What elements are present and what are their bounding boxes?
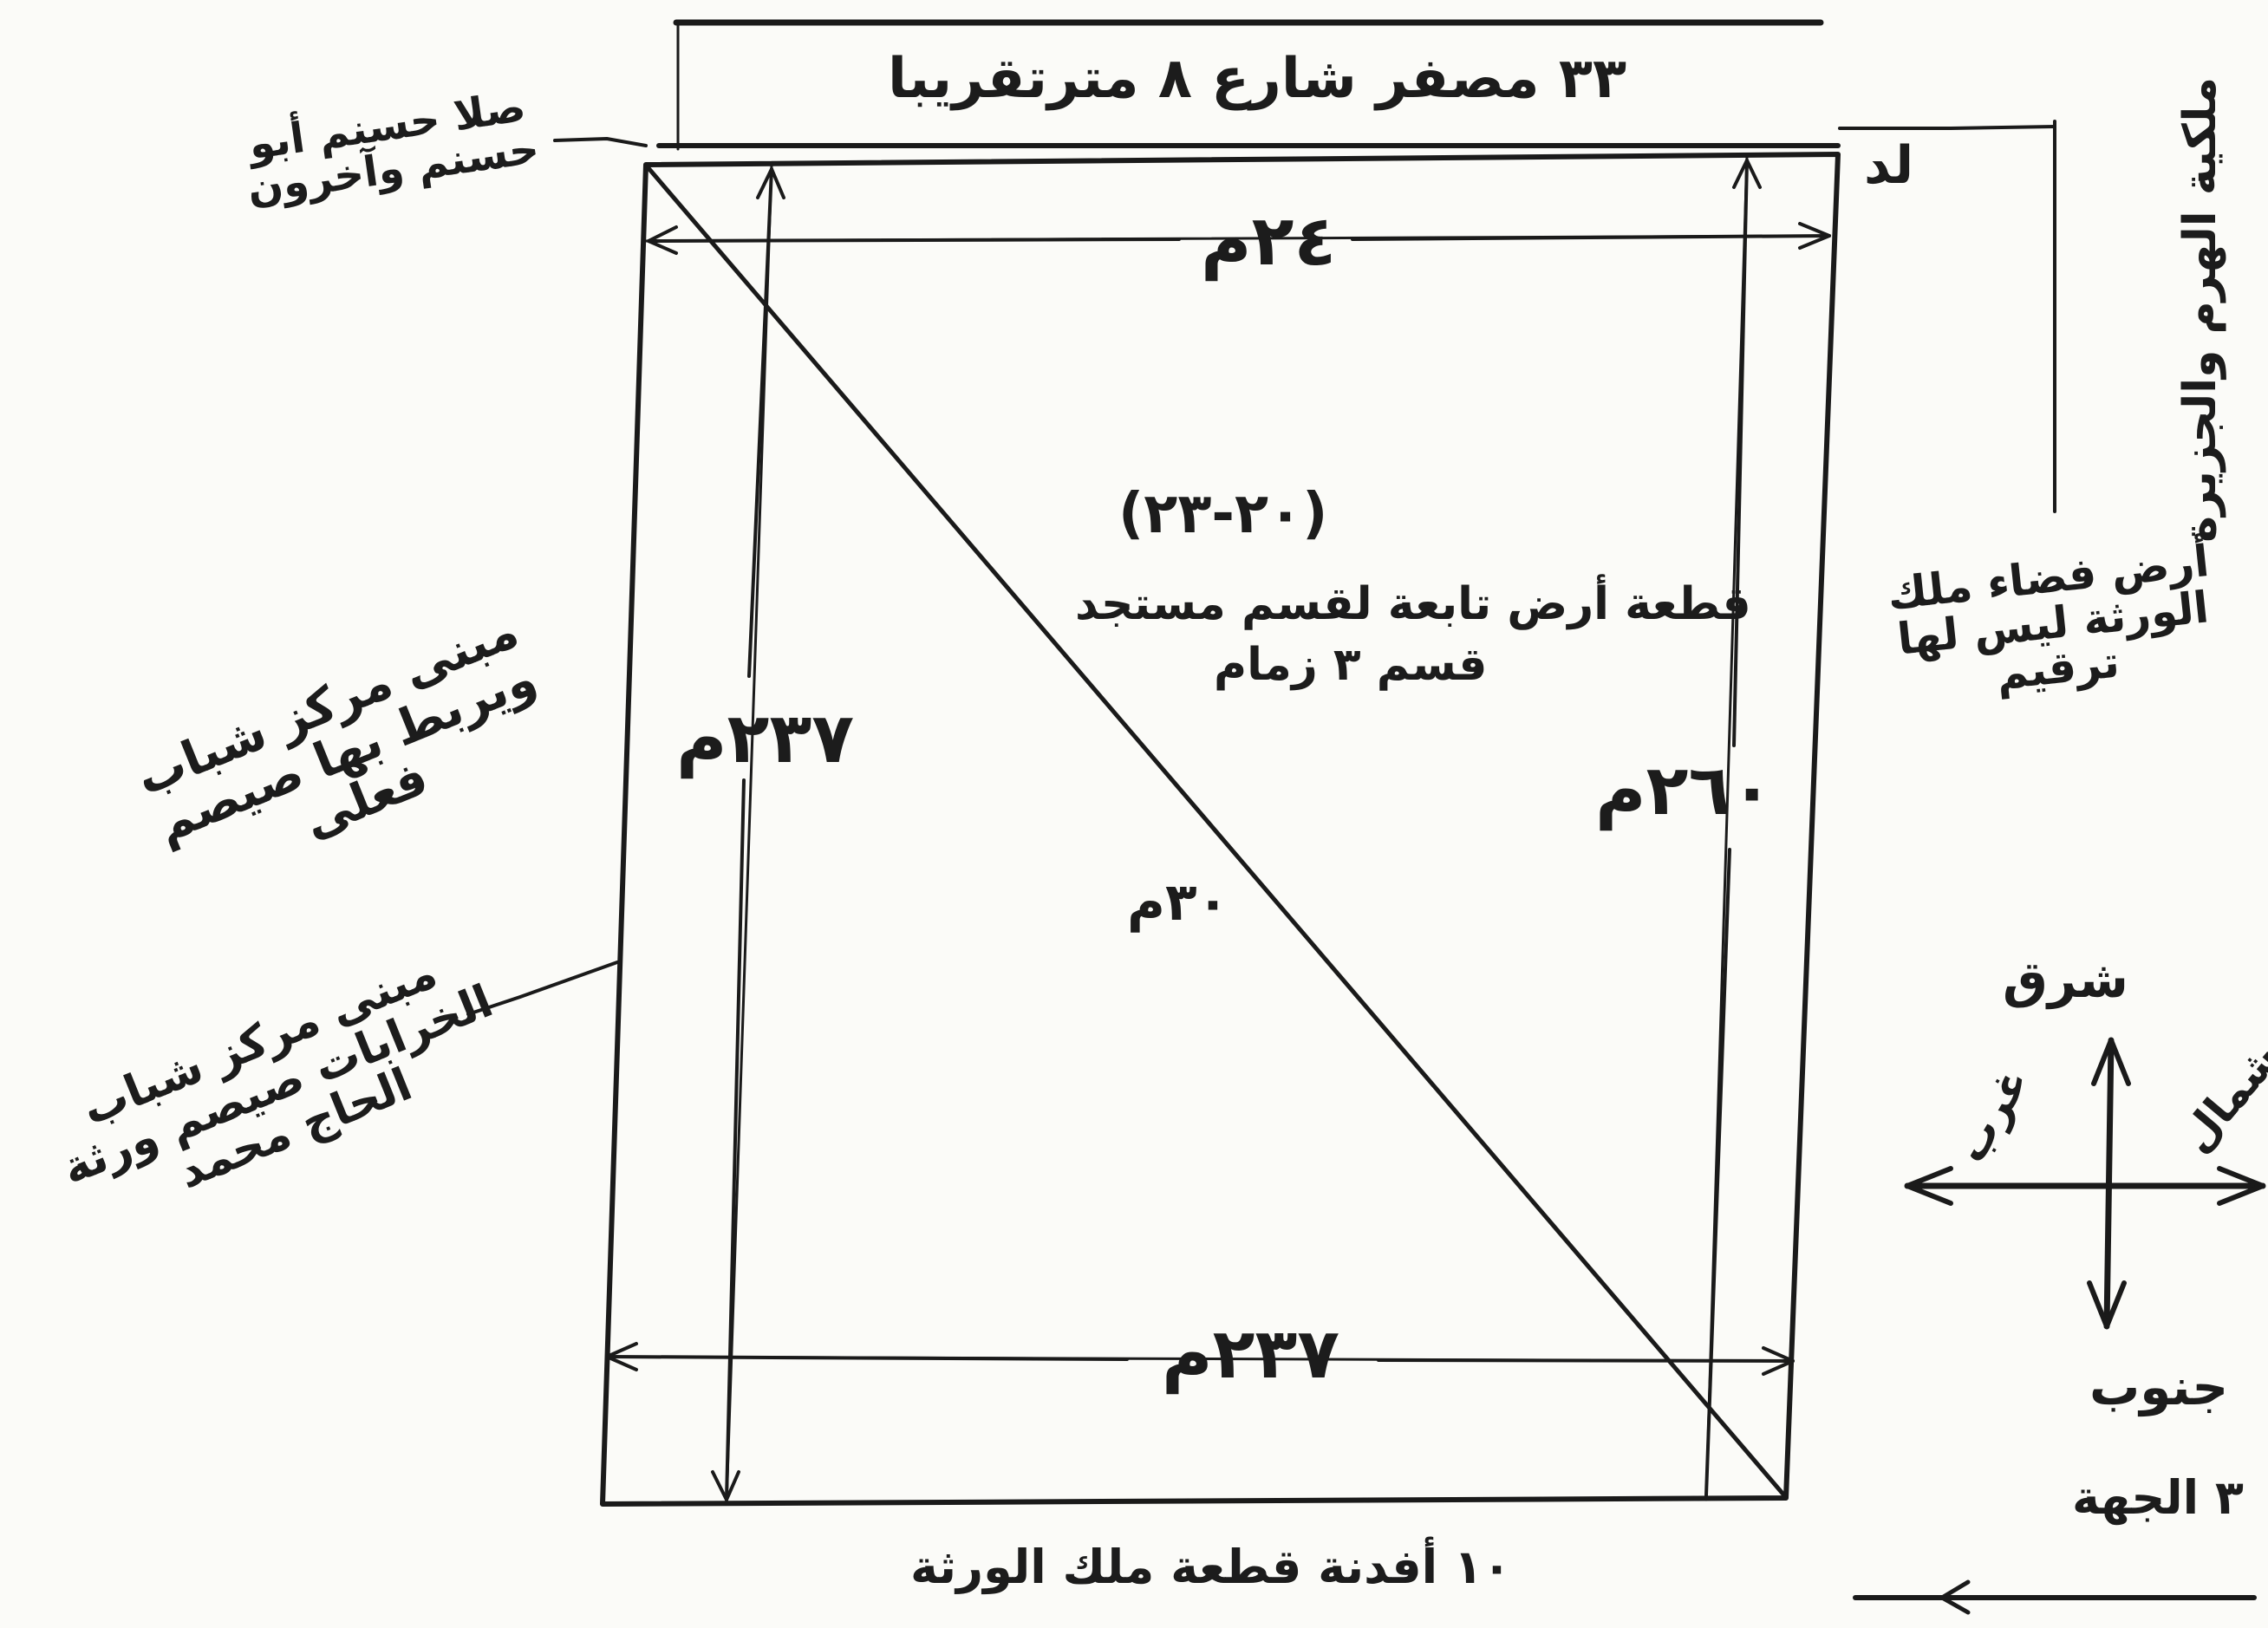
scale-label: ٣ الجهة xyxy=(2072,1470,2244,1525)
dim-top-line-left xyxy=(647,238,1181,243)
center-note-line3: قسم ٣ زمام xyxy=(1214,639,1488,691)
inner-left-line xyxy=(725,163,773,1506)
dim-right-label: ٢٦٠م xyxy=(1595,750,1774,830)
parcel-outline xyxy=(600,152,1841,1507)
scale-bar-arrow xyxy=(1939,1579,1971,1615)
right-vertical-note: ملكية الهرم والجزيرة xyxy=(2174,76,2227,543)
bottom-note: ١٠ أفدنة قطعة ملك الورثة xyxy=(910,1540,1511,1594)
dim-right-line-top xyxy=(1732,159,1749,747)
dim-diagonal-label: ٣٠م xyxy=(1127,872,1229,933)
top-right-edge-label: لد xyxy=(1864,135,1914,196)
dim-left-arrow-bottom xyxy=(711,1470,740,1501)
center-note-line2: قطعة أرض تابعة لقسم مستجد xyxy=(1075,578,1751,630)
compass-arrow-south xyxy=(2087,1280,2127,1329)
top-street-label: ٣٣ مصفر شارع ٨ مترتقريبا xyxy=(887,47,1627,111)
diagonal-line xyxy=(646,166,1787,1498)
dim-bottom-line-right xyxy=(1377,1358,1795,1363)
compass-north-label: شرق xyxy=(2003,950,2128,1009)
dim-top-label: ٢٤م xyxy=(1201,200,1337,281)
dim-right-line-bottom xyxy=(1704,848,1731,1497)
compass-arrow-east xyxy=(2217,1166,2265,1206)
dim-left-line-bottom xyxy=(725,778,746,1501)
compass-south-label: جنوب xyxy=(2089,1358,2229,1416)
leader-top-left xyxy=(553,137,648,147)
dim-right-arrow-top xyxy=(1732,159,1762,189)
dim-bottom-arrow-left xyxy=(605,1342,638,1371)
dim-top-line-right xyxy=(1351,234,1831,241)
dim-top-arrow-left xyxy=(647,225,678,255)
dim-bottom-line-left xyxy=(605,1355,1129,1361)
compass-arrow-north xyxy=(2091,1038,2131,1086)
dim-top-arrow-right xyxy=(1798,222,1831,250)
dim-left-arrow-top xyxy=(756,167,785,199)
center-note-line1: (٢٠-٢٣) xyxy=(1118,482,1328,546)
compass-arrow-west xyxy=(1905,1166,1953,1206)
dim-left-label: ٢٣٧م xyxy=(676,698,855,778)
leader-top-right xyxy=(1838,125,2056,130)
dim-bottom-label: ٢٣٧م xyxy=(1162,1313,1340,1394)
dim-left-line-top xyxy=(747,167,773,678)
dim-bottom-arrow-right xyxy=(1762,1346,1795,1376)
leader-left-side xyxy=(466,961,619,1016)
